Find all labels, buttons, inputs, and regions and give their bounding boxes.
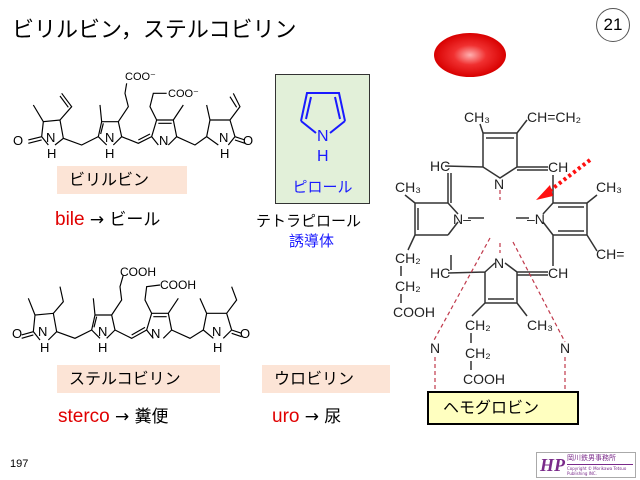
derivative-caption: 誘導体 (289, 232, 335, 250)
atom-label: N (98, 324, 107, 339)
atom-label: COO⁻ (125, 71, 156, 83)
atom-label: H (40, 340, 49, 355)
atom-label: N (494, 176, 504, 192)
bilirubin-etymology: bile → ビール (55, 205, 160, 231)
atom-label: N (494, 255, 504, 271)
stercobilin-etymology: sterco → 糞便 (58, 402, 169, 428)
atom-label: O (240, 326, 250, 341)
atom-label: CH₃ (464, 109, 490, 125)
bilirubin-structure (28, 83, 246, 146)
etymology-meaning: 尿 (324, 407, 342, 427)
bilirubin-label: ビリルビン (57, 166, 187, 194)
atom-label: N (38, 324, 47, 339)
atom-label: H (213, 340, 222, 355)
atom-label: N (151, 326, 160, 341)
stercobilin-atom-labels: O N H N H N N H O COOH COOH (12, 265, 250, 355)
atom-label: CH₂ (395, 250, 421, 266)
atom-label: N (430, 340, 440, 356)
atom-label: CH₃ (596, 179, 622, 195)
atom-label: N (212, 324, 221, 339)
atom-label: COOH (120, 265, 156, 279)
atom-label: N (317, 128, 329, 145)
heme-atom-labels: CH₃ CH=CH₂ HC CH N CH₃ N– –N CH₃ CH= CH₂… (393, 109, 624, 387)
etymology-word: uro (272, 406, 300, 427)
atom-label: COO⁻ (168, 88, 199, 100)
slide-number: 197 (10, 458, 29, 470)
pyrrole-label: ピロール (292, 178, 353, 196)
atom-label: COOH (463, 371, 505, 387)
arrow-icon: → (115, 407, 130, 427)
atom-label: CH=CH₂ (527, 109, 581, 125)
atom-label: O (13, 133, 23, 148)
atom-label: CH₂ (395, 278, 421, 294)
hemoglobin-label: ヘモグロビン (427, 391, 579, 425)
publisher-logo: HP 岡川鉄男事務所 Copyright © Morikawa Tetsuo P… (536, 452, 636, 478)
logo-mark: HP (540, 455, 565, 475)
atom-label: CH₂ (465, 317, 491, 333)
atom-label: N (219, 130, 228, 145)
red-blood-cell-icon (434, 33, 506, 77)
etymology-word: sterco (58, 406, 110, 427)
atom-label: CH= (596, 246, 624, 262)
atom-label: N (46, 130, 55, 145)
arrow-icon: → (89, 210, 105, 230)
atom-label: –N (527, 211, 545, 227)
atom-label: N (105, 130, 114, 145)
heme-coordination-lines (432, 190, 566, 390)
atom-label: COOH (160, 278, 196, 292)
logo-publisher: 岡川鉄男事務所 (567, 454, 633, 465)
atom-label: H (98, 340, 107, 355)
atom-label: H (317, 148, 329, 165)
etymology-meaning: ビール (109, 210, 161, 230)
atom-label: O (243, 133, 253, 148)
heme-structure (400, 119, 598, 370)
atom-label: H (220, 146, 229, 161)
bilirubin-atom-labels: O N H N H N N H O COO⁻ COO⁻ (13, 71, 253, 161)
slide-title: ビリルビン，ステルコビリン (12, 18, 297, 43)
atom-label: CH₂ (465, 345, 491, 361)
arrow-icon: → (304, 407, 319, 427)
stercobilin-structure (21, 274, 242, 341)
atom-label: COOH (393, 304, 435, 320)
stercobilin-label: ステルコビリン (57, 365, 220, 393)
urobilin-label: ウロビリン (262, 365, 390, 393)
atom-label: H (47, 146, 56, 161)
atom-label: CH (548, 265, 568, 281)
tetrapyrrole-caption: テトラピロール (256, 212, 362, 230)
urobilin-etymology: uro → 尿 (272, 402, 341, 428)
logo-copyright: Copyright © Morikawa Tetsuo Publishing I… (567, 466, 627, 476)
etymology-meaning: 糞便 (134, 407, 169, 427)
binding-arrow-icon (536, 158, 592, 200)
atom-label: N (560, 340, 570, 356)
atom-label: H (105, 146, 114, 161)
atom-label: HC (430, 265, 450, 281)
etymology-word: bile (55, 209, 85, 230)
atom-label: O (12, 326, 22, 341)
atom-label: CH (548, 159, 568, 175)
atom-label: N– (453, 211, 471, 227)
atom-label: CH₃ (527, 317, 553, 333)
atom-label: N (159, 133, 168, 148)
page-badge: 21 (596, 8, 630, 42)
atom-label: CH₃ (395, 179, 421, 195)
atom-label: HC (430, 158, 450, 174)
pyrrole-box: N H (275, 74, 370, 204)
pyrrole-structure: N H (300, 92, 346, 165)
